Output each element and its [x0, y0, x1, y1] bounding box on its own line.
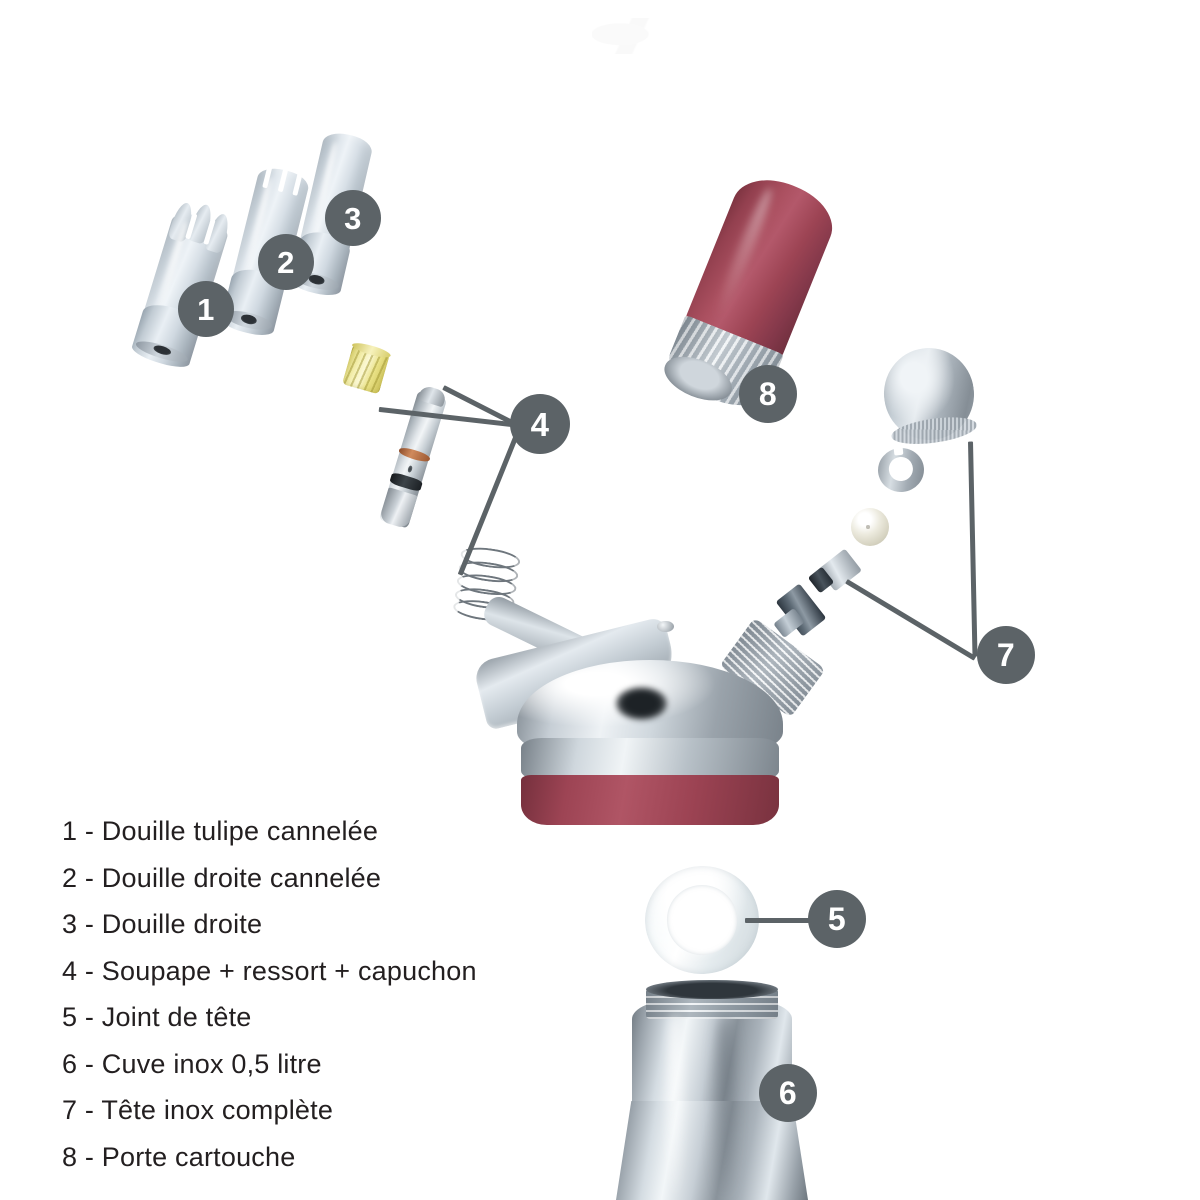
- part-yellow-cap: [341, 340, 392, 395]
- bottle-highlight: [667, 1014, 682, 1196]
- watermark: [592, 18, 672, 54]
- head-dome-shadow: [616, 687, 667, 720]
- callout-badge-4-label: 4: [530, 405, 550, 443]
- legend-item-6: 6 - Cuve inox 0,5 litre: [62, 1048, 322, 1079]
- callout-badge-4[interactable]: 4: [510, 394, 570, 454]
- leader-line-7-vertical: [967, 441, 978, 657]
- callout-badge-1[interactable]: 1: [178, 281, 234, 337]
- leader-line-5: [745, 918, 813, 923]
- callout-badge-3[interactable]: 3: [325, 190, 381, 246]
- callout-badge-2-label: 2: [277, 244, 295, 280]
- legend-item-5: 5 - Joint de tête: [62, 1002, 252, 1032]
- bottle-mouth: [646, 979, 778, 1000]
- legend-item-3: 3 - Douille droite: [62, 909, 263, 939]
- legend-item-4: 4 - Soupape + ressort + capuchon: [62, 955, 477, 986]
- part-white-ball: [851, 508, 889, 546]
- callout-badge-5[interactable]: 5: [808, 890, 866, 948]
- part-bottle: [616, 979, 808, 1200]
- head-red-band: [520, 774, 780, 826]
- legend-item-1: 1 - Douille tulipe cannelée: [62, 816, 379, 846]
- part-metal-ring: [875, 445, 927, 495]
- callout-badge-2[interactable]: 2: [258, 234, 314, 290]
- callout-badge-6[interactable]: 6: [759, 1064, 817, 1122]
- ball-body: [851, 508, 889, 546]
- legend-item-8: 8 - Porte cartouche: [62, 1141, 296, 1172]
- ring-notch: [893, 445, 904, 456]
- head-chrome-collar: [520, 738, 780, 780]
- callout-badge-7[interactable]: 7: [977, 626, 1035, 684]
- legend-item-7: 7 - Tête inox complète: [62, 1095, 334, 1125]
- ball-mark: [866, 524, 870, 530]
- callout-badge-8[interactable]: 8: [739, 365, 797, 423]
- part-head-assembly: [472, 592, 827, 830]
- valve-base: [378, 487, 418, 530]
- legend-item-2: 2 - Douille droite cannelée: [62, 862, 382, 893]
- callout-badge-5-label: 5: [827, 901, 847, 937]
- head-lever-pin: [656, 620, 674, 633]
- callout-badge-1-label: 1: [197, 291, 215, 327]
- callout-badge-8-label: 8: [758, 376, 778, 412]
- callout-badge-3-label: 3: [344, 200, 362, 236]
- part-chrome-cap: [878, 342, 980, 449]
- callout-badge-7-label: 7: [996, 637, 1016, 673]
- callout-badge-6-label: 6: [778, 1075, 798, 1111]
- leader-line-7-to-head: [845, 579, 977, 661]
- legend: 1 - Douille tulipe cannelée 2 - Douille …: [62, 808, 477, 1180]
- bottle-shadow: [715, 1014, 735, 1196]
